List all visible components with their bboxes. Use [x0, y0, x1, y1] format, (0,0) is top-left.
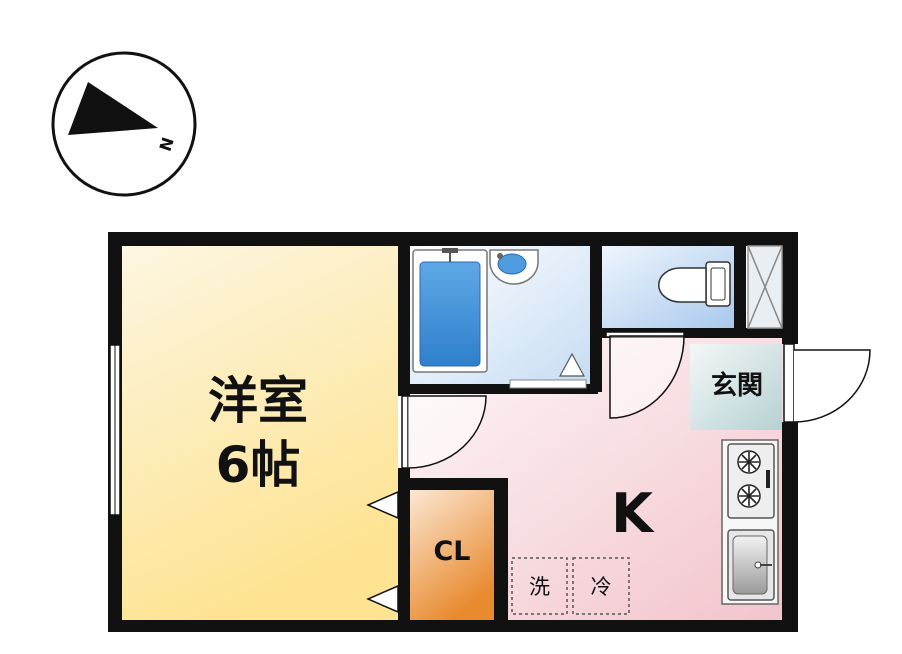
western-room-name: 洋室	[208, 372, 308, 430]
kitchen-sink-icon	[727, 529, 775, 601]
door-swing-icon	[401, 331, 871, 469]
closet-label: CL	[433, 536, 470, 567]
washer-label: 洗	[529, 575, 550, 599]
washer-space	[511, 557, 568, 615]
kitchen-label: K	[611, 482, 655, 545]
window	[109, 344, 121, 516]
compass-icon: N	[51, 51, 197, 197]
closet-floor	[410, 490, 494, 620]
bath-drain-marker	[558, 352, 586, 377]
entrance-label: 玄関	[711, 370, 763, 401]
western-room-floor	[122, 245, 398, 620]
washbasin-icon	[489, 249, 539, 285]
fridge-space	[572, 557, 630, 615]
western-room-size: 6帖	[216, 436, 301, 494]
bath-opening	[509, 379, 587, 389]
closet-door-markers	[366, 490, 399, 614]
pipe-shaft-icon	[747, 245, 783, 329]
entrance-floor	[690, 344, 782, 430]
toilet-icon	[658, 261, 731, 307]
gas-stove-icon	[727, 443, 775, 519]
compass-north-label: N	[156, 135, 178, 154]
fridge-label: 冷	[591, 575, 612, 599]
bathtub-icon	[412, 248, 488, 373]
